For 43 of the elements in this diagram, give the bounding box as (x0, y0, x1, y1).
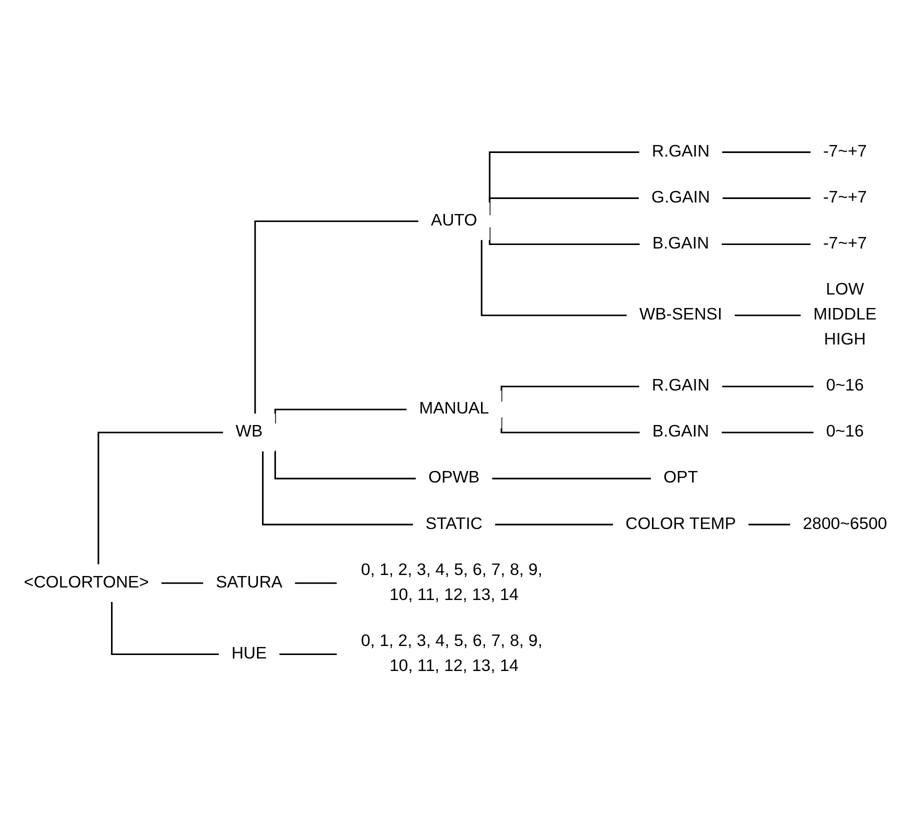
node-text: 0~16 (826, 424, 864, 442)
connector (98, 432, 224, 565)
node-text: SATURA (216, 574, 282, 592)
node-text: 0~16 (826, 378, 864, 396)
connector (160, 582, 204, 584)
node-text: B.GAIN (652, 424, 710, 442)
node-text: -7~+7 (823, 235, 867, 254)
connector (748, 524, 790, 526)
connector (500, 418, 640, 434)
connector (721, 152, 811, 154)
node-text: HUE (231, 645, 267, 664)
connector (480, 240, 627, 317)
connector (262, 452, 413, 526)
node-text: OPT (664, 470, 698, 488)
connector (491, 478, 651, 480)
connector (494, 524, 613, 526)
connector (111, 602, 219, 656)
node-text: LOW MIDDLE HIGH (813, 281, 877, 350)
connector (734, 315, 801, 317)
node-text: 2800~6500 (802, 516, 888, 534)
node-text: -7~+7 (823, 189, 867, 208)
node-text: <COLORTONE> (24, 574, 149, 592)
node-text: -7~+7 (823, 143, 867, 162)
node-text: STATIC (425, 516, 483, 534)
node-text: WB-SENSI (639, 306, 722, 324)
connector (721, 386, 814, 388)
connector (274, 450, 416, 480)
node-text: OPWB (428, 470, 480, 488)
node-text: 0, 1, 2, 3, 4, 5, 6, 7, 8, 9, 10, 11, 12, 13, 14 (360, 562, 542, 605)
node-text: R.GAIN (652, 378, 710, 396)
connector (254, 220, 418, 414)
node-text: COLOR TEMP (626, 516, 736, 534)
node-text: G.GAIN (651, 189, 710, 208)
connector (720, 244, 811, 246)
node-text: R.GAIN (652, 143, 710, 162)
connector (722, 198, 811, 200)
menu-tree-diagram: <COLORTONE> WB AUTO R.GAIN -7~+7 G.GAIN -7~+7 B.GAIN -7~+7 WB-SENSI LOW MIDDLE HIGH MANUAL R.GAIN 0~16 B.GAIN 0~16 OPWB OPT STATIC COLOR TEMP 2800~6500 SATURA 0, 1, 2, 3, 4, 5, 6, 7, 8, 9, 10, 11, 12, 13, 14 HUE 0, 1, 2, 3, 4, 5, 6, 7, 8, 9, 10, 11, 12, 13, 14 (3, 125, 908, 694)
node-text: 0, 1, 2, 3, 4, 5, 6, 7, 8, 9, 10, 11, 12, 13, 14 (360, 632, 542, 676)
connector (720, 432, 814, 434)
connector (500, 386, 640, 402)
connector (294, 582, 337, 584)
connector (278, 654, 337, 656)
node-text: B.GAIN (652, 235, 710, 254)
